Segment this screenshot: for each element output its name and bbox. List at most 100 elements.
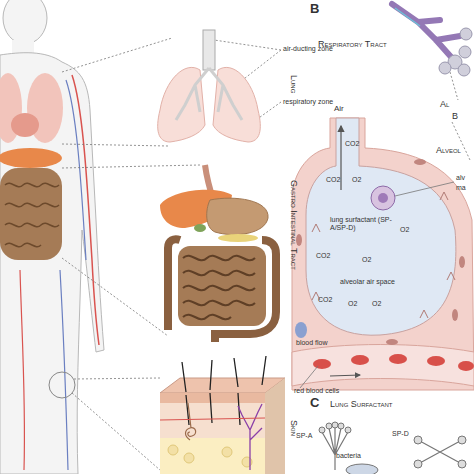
- sweat-gland: [186, 403, 196, 440]
- nerve: [238, 404, 262, 470]
- organ-label: Gastro Intestinal Tract: [288, 180, 298, 270]
- red-blood-cell: [351, 355, 369, 365]
- air-arrow: [340, 126, 341, 190]
- alveolus-drawing: [292, 118, 474, 390]
- large-intestine: [168, 239, 276, 342]
- pancreas: [218, 234, 258, 242]
- zone-label: respiratory zone: [283, 98, 333, 106]
- sp-d-head: [458, 436, 466, 444]
- gas-label: CO2: [318, 296, 332, 304]
- epithelial-nucleus: [459, 256, 465, 268]
- epithelial-nucleus: [414, 159, 426, 165]
- section-heading: Alveol: [436, 146, 461, 156]
- body-silhouette: [0, 0, 104, 474]
- section-heading: B: [452, 112, 458, 122]
- surfactant-drawing: [319, 422, 466, 474]
- alveolar-air-space: [306, 118, 456, 335]
- sp-d-head: [414, 460, 422, 468]
- red-blood-cell: [458, 361, 474, 371]
- intestine-coils: [183, 256, 255, 320]
- callout-line: [395, 182, 454, 196]
- sp-a-head: [332, 422, 338, 428]
- sp-d-head: [458, 460, 466, 468]
- blood-flow-arrow: [330, 375, 360, 376]
- red-blood-cell: [313, 359, 331, 369]
- leader-line: [62, 165, 200, 168]
- alveolar-sac: [459, 46, 471, 58]
- body-heart: [11, 113, 39, 137]
- alveolar-macrophage: [371, 186, 395, 210]
- epithelial-nucleus: [452, 309, 458, 321]
- small-intestine: [178, 246, 266, 326]
- hypodermis: [160, 438, 265, 474]
- alveolar-sac: [460, 28, 472, 40]
- leader-line: [62, 38, 172, 72]
- red-blood-cell: [427, 356, 445, 366]
- epidermis: [160, 393, 265, 403]
- panel-letter: B: [310, 2, 319, 16]
- callout-line: [300, 366, 318, 388]
- section-heading: Lung Surfactant: [330, 400, 392, 410]
- leader-line: [450, 72, 458, 100]
- intestine-coils: [5, 183, 59, 246]
- sp-a-stalks: [322, 427, 348, 470]
- vein-line: [60, 80, 86, 470]
- gallbladder: [194, 224, 206, 232]
- gas-label: CO2: [316, 252, 330, 260]
- stomach: [207, 198, 268, 234]
- flow-label: Air: [334, 105, 344, 114]
- sp-d-head: [414, 436, 422, 444]
- fat-cells: [168, 445, 252, 467]
- white-blood-cell: [295, 322, 307, 338]
- artery-line: [72, 75, 99, 345]
- part-label: bacteria: [336, 452, 361, 460]
- gas-label: O2: [348, 300, 357, 308]
- artery-line: [20, 270, 25, 470]
- part-label: SP-A: [296, 432, 312, 440]
- leader-line: [74, 378, 160, 379]
- hair: [182, 356, 266, 425]
- part-label: ma: [456, 184, 466, 192]
- gas-label: O2: [352, 176, 361, 184]
- capillary: [160, 418, 265, 420]
- part-label: lung surfactant (SP-A/SP-D): [330, 216, 392, 231]
- capillary: [292, 345, 474, 387]
- surfactant-layer: [312, 192, 455, 318]
- bronchus: [392, 4, 460, 58]
- gas-label: CO2: [345, 140, 359, 148]
- gas-label: O2: [372, 300, 381, 308]
- gas-label: O2: [362, 256, 371, 264]
- bacterium: [346, 464, 378, 474]
- alveolar-wall: [292, 118, 474, 390]
- bronchi: [176, 68, 242, 120]
- part-label: SP-D: [392, 430, 409, 438]
- part-label: alveolar air space: [340, 278, 395, 286]
- vessel-line: [395, 8, 420, 26]
- head-outline: [3, 0, 47, 44]
- zoom-circle: [49, 372, 75, 398]
- skin-side: [265, 378, 285, 474]
- body-intestine: [0, 168, 62, 260]
- body-liver: [0, 148, 62, 168]
- epithelial-nucleus: [386, 339, 398, 345]
- red-blood-cell: [389, 354, 407, 364]
- gas-label: O2: [400, 226, 409, 234]
- sp-a-head: [326, 423, 332, 429]
- macrophage-nucleus: [378, 193, 388, 203]
- gi-tract-drawing: [160, 165, 276, 342]
- leader-line: [62, 258, 168, 336]
- skin-block: [160, 356, 285, 474]
- sp-a-head: [345, 427, 351, 433]
- sp-a-head: [319, 427, 325, 433]
- section-heading: Respiratory Tract: [318, 40, 387, 50]
- sp-d-arms: [418, 440, 462, 464]
- alveolar-sac: [439, 62, 451, 74]
- leader-line: [62, 144, 168, 146]
- leader-line: [72, 393, 160, 470]
- alveolar-sac: [458, 64, 470, 76]
- dermis: [160, 403, 265, 438]
- gas-label: CO2: [326, 176, 340, 184]
- respiratory-tract-drawing: [392, 4, 472, 76]
